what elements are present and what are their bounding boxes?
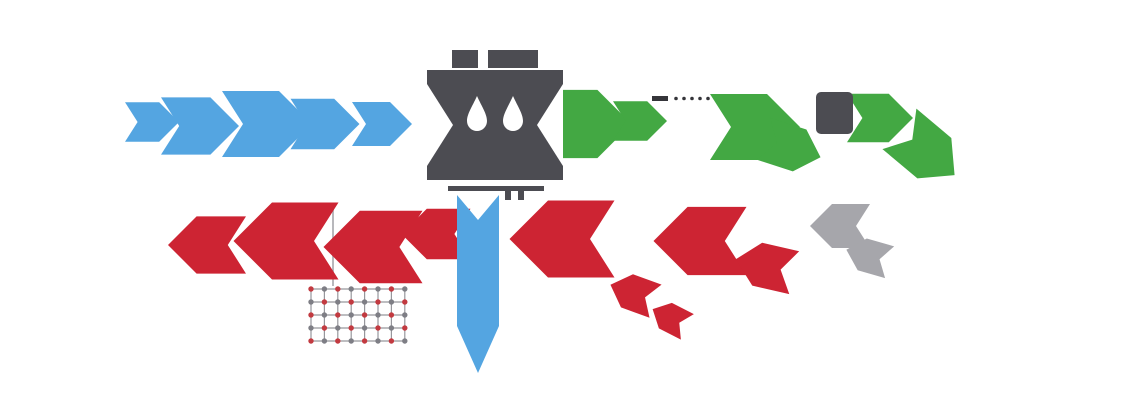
lattice-atom — [335, 338, 341, 344]
lattice-atom — [361, 299, 368, 305]
lattice-atom — [335, 325, 341, 331]
outgoing-beam-arrows — [538, 89, 955, 179]
lattice-atom — [361, 312, 368, 318]
red-arrow-icon — [652, 302, 694, 340]
lattice-atom — [308, 325, 314, 331]
red-arrow-icon — [610, 274, 662, 318]
gray-arrow-icon — [810, 204, 870, 248]
source-cap — [452, 50, 478, 68]
lattice-atom — [388, 299, 395, 305]
crystal-lattice — [308, 286, 408, 344]
blue-arrow-icon — [161, 97, 239, 155]
dot — [706, 96, 710, 101]
lattice-atom — [375, 325, 381, 331]
lattice-atom — [308, 312, 314, 318]
reflected-beam-arrows — [168, 200, 800, 340]
lattice-atom — [361, 286, 368, 292]
source-base-stub — [505, 191, 511, 200]
lattice-atom — [402, 312, 408, 318]
blue-arrow-icon — [290, 98, 360, 150]
lattice-atom — [321, 312, 328, 318]
dash-segment — [652, 96, 668, 101]
beam-path-dashed-line — [652, 96, 710, 101]
lattice-atom — [402, 338, 408, 344]
red-arrow-icon — [168, 216, 246, 274]
lattice-atom — [308, 338, 314, 344]
source-cap — [488, 50, 538, 68]
lattice-atom — [388, 312, 395, 318]
blue-arrow-icon — [125, 102, 179, 142]
lattice-atom — [308, 286, 314, 292]
lattice-atom — [348, 312, 354, 318]
lattice-atom — [348, 299, 354, 305]
lattice-atom — [375, 338, 381, 344]
lattice-atom — [335, 299, 341, 305]
lattice-atom — [402, 325, 408, 331]
dot — [698, 96, 702, 101]
lattice-atom — [348, 325, 354, 331]
attenuated-beam-arrows — [810, 204, 895, 279]
red-arrow-icon — [735, 242, 800, 295]
lattice-atom — [375, 286, 381, 292]
blue-arrow-icon — [352, 102, 412, 146]
droplet-icon — [503, 96, 523, 131]
blue-arrow-icon — [222, 91, 312, 157]
lattice-atom — [335, 312, 341, 318]
incident-beam-arrows — [125, 91, 412, 157]
droplet-icon — [467, 96, 487, 131]
red-arrow-icon — [653, 206, 747, 276]
green-arrow-icon — [613, 101, 667, 141]
detector-square-icon — [816, 92, 853, 134]
lattice-atom — [308, 299, 314, 305]
green-arrow-icon — [847, 93, 913, 143]
dot — [690, 96, 694, 101]
source-apparatus-icon — [427, 50, 563, 200]
dot — [682, 96, 686, 101]
lattice-atom — [321, 299, 328, 305]
lattice-atom — [388, 325, 395, 331]
source-base-stub — [518, 191, 524, 200]
red-arrow-icon — [323, 210, 423, 284]
lattice-atom — [388, 338, 395, 344]
gray-arrow-icon — [846, 238, 895, 279]
green-arrow-icon — [756, 117, 821, 172]
downward-beam-arrow — [457, 195, 499, 373]
red-arrow-icon — [233, 202, 339, 280]
lattice-atom — [348, 286, 354, 292]
lattice-atom — [375, 299, 381, 305]
lattice-atom — [321, 338, 328, 344]
lattice-atom — [335, 286, 341, 292]
source-base — [448, 186, 544, 191]
lattice-atom — [348, 338, 354, 344]
dot — [674, 96, 678, 101]
source-wedge — [537, 84, 563, 166]
lattice-atom — [375, 312, 381, 318]
source-wedge — [427, 84, 453, 166]
red-arrow-icon — [509, 200, 615, 278]
lattice-atom — [321, 325, 328, 331]
lattice-atom — [402, 299, 408, 305]
lattice-atom — [361, 338, 368, 344]
lattice-atom — [402, 286, 408, 292]
red-arrow-icon — [401, 208, 471, 260]
lattice-atom — [361, 325, 368, 331]
lattice-atom — [321, 286, 328, 292]
green-arrow-icon — [882, 108, 955, 179]
lattice-atom — [388, 286, 395, 292]
